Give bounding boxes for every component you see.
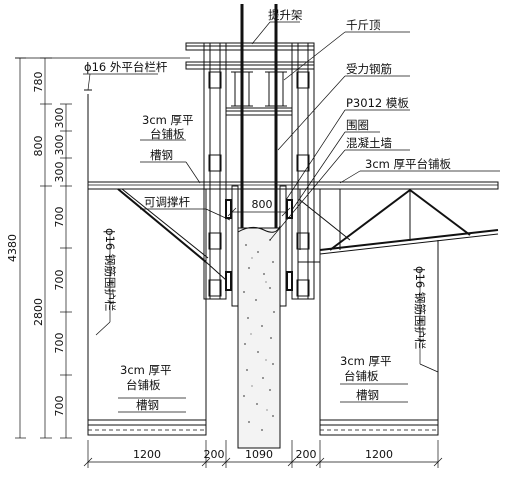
dim-stack-300-c: 300 (53, 162, 66, 183)
right-hanging-frame (319, 189, 439, 430)
wall-gap-dimension (227, 207, 291, 217)
dim-bottom-200-right: 200 (296, 448, 317, 461)
label-jack: 千斤顶 (346, 18, 381, 32)
dim-stack-300-b: 300 (53, 135, 66, 156)
label-board-right-bot-2: 台铺板 (344, 369, 379, 383)
dim-seg-700-b: 700 (53, 270, 66, 291)
left-lower-platform (87, 424, 207, 436)
dim-total-height: 4380 (6, 234, 19, 262)
dim-wall-gap: 800 (252, 198, 273, 211)
label-board-right-bot-1: 3cm 厚平 (340, 354, 392, 368)
label-formwork: P3012 模板 (346, 96, 409, 110)
label-channel-right-bot: 槽钢 (356, 388, 379, 402)
label-rebar: 受力钢筋 (346, 62, 392, 76)
dim-seg-700-a: 700 (53, 207, 66, 228)
dim-upper-780: 780 (32, 72, 45, 93)
dim-bottom-200-left: 200 (204, 448, 225, 461)
dim-stack-300-a: 300 (53, 108, 66, 129)
dim-bottom-1200-right: 1200 (365, 448, 393, 461)
label-board-left-top-1: 3cm 厚平 (142, 113, 194, 127)
lifting-frame (185, 42, 315, 300)
dim-bottom-1200-left: 1200 (133, 448, 161, 461)
concrete-wall (237, 225, 281, 449)
top-platform-deck (87, 181, 499, 190)
label-board-left-bot-2: 台铺板 (126, 378, 161, 392)
label-outer-rail: ϕ16 外平台栏杆 (84, 60, 168, 74)
right-truss (299, 189, 499, 255)
dim-lower-2800: 2800 (32, 298, 45, 326)
bottom-dimension-lines (83, 440, 443, 468)
left-hanging-frame (87, 188, 209, 430)
label-guard-left: ϕ16 钢筋围护栏 (103, 228, 117, 311)
adjustable-struts (205, 261, 320, 281)
label-enclosure: 围圈 (346, 118, 369, 132)
label-adjustable-strut: 可调撑杆 (144, 195, 190, 209)
dim-bottom-1090: 1090 (245, 448, 273, 461)
leader-lines (83, 21, 500, 413)
label-board-right-top: 3cm 厚平台铺板 (365, 157, 451, 171)
label-board-left-bot-1: 3cm 厚平 (120, 363, 172, 377)
dim-mid-800: 800 (32, 136, 45, 157)
label-lifting-frame: 提升架 (268, 8, 303, 22)
label-channel-left-bot: 槽钢 (136, 398, 159, 412)
dim-seg-700-d: 700 (53, 396, 66, 417)
label-guard-right: ϕ16 钢筋围护栏 (413, 266, 427, 349)
dim-seg-700-c: 700 (53, 333, 66, 354)
left-dimension-lines (15, 57, 190, 439)
label-board-left-top-2: 台铺板 (150, 127, 185, 141)
label-channel-left-top: 槽钢 (150, 148, 173, 162)
jacks (231, 71, 287, 107)
right-lower-platform (319, 424, 439, 436)
label-concrete-wall: 混凝土墙 (346, 136, 392, 150)
